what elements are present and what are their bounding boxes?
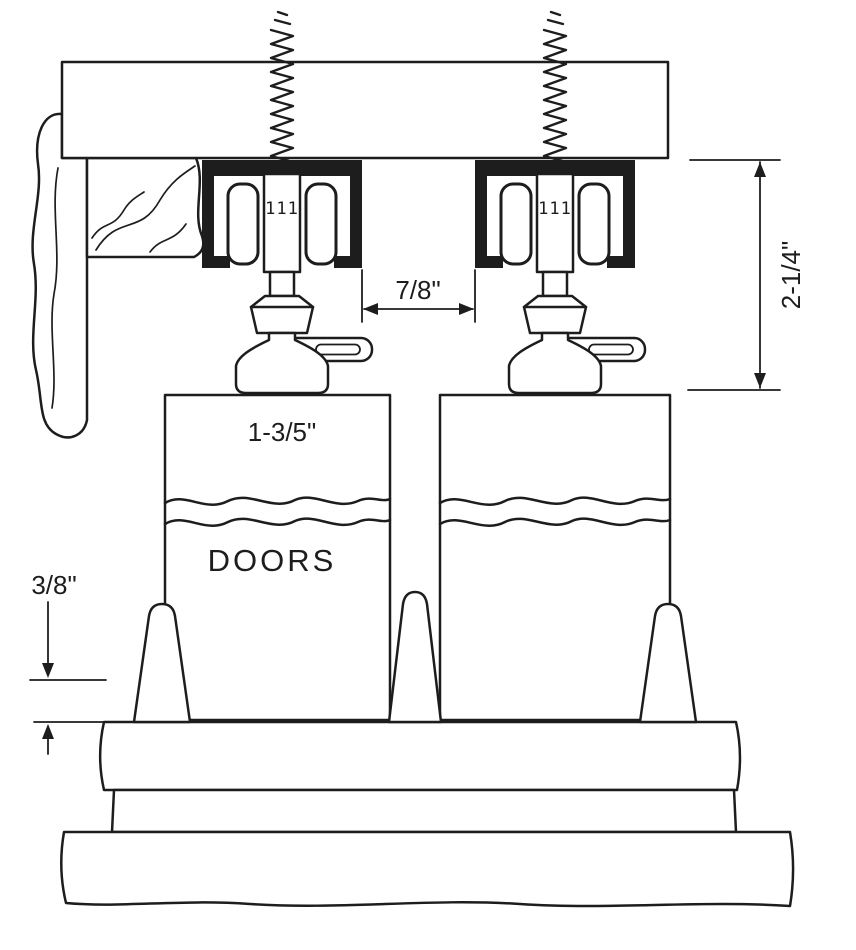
floor (59, 720, 795, 908)
track-channel-right (475, 160, 635, 268)
track-flange-left (475, 176, 503, 268)
dimension-text-floor-clearance: 3/8" (31, 570, 76, 600)
arrowhead-right (459, 303, 474, 315)
floor-guide (132, 602, 192, 724)
adjustment-nut (522, 294, 588, 335)
floor-slab-middle (110, 788, 738, 834)
arrowhead-up (754, 162, 766, 177)
hanger-bolt-spring-left (269, 10, 295, 172)
dimension-text-door-inset: 1-3/5" (248, 417, 317, 447)
trolley-carriage (262, 172, 302, 274)
break-line (438, 496, 672, 506)
track-top-plate (202, 160, 362, 176)
arrowhead-down (754, 373, 766, 388)
roller-wheel (226, 182, 260, 266)
hanger-bolt-spring-right (542, 10, 568, 172)
dimension-floor-clearance: 3/8" (29, 570, 107, 755)
dimension-track-height: 2-1/4" (687, 159, 806, 391)
track-flange-right (334, 176, 362, 268)
floor-slab-top (99, 720, 742, 792)
break-line (163, 517, 392, 527)
floor-guide (387, 590, 443, 724)
dimension-text-roller-gap: 7/8" (395, 275, 440, 305)
floor-slab-base (59, 830, 795, 908)
break-line (438, 517, 672, 527)
hanger-assembly-right: 111 (475, 10, 647, 395)
roller-wheel (499, 182, 533, 266)
bracket-plate (507, 331, 603, 395)
break-line (163, 496, 392, 506)
wall-jamb (31, 112, 205, 439)
track-flange-right (607, 176, 635, 268)
dimension-text-track-height: 2-1/4" (776, 241, 806, 310)
dimension-roller-gap: 7/8" (361, 269, 476, 323)
wood-grain (91, 165, 196, 253)
track-channel-left (202, 160, 362, 268)
arrowhead-down (42, 663, 54, 678)
wall-board-grain (51, 167, 59, 409)
bracket-slot (588, 343, 634, 356)
arrowhead-left (363, 303, 378, 315)
trolley-carriage (535, 172, 575, 274)
trolley-marks: 111 (538, 199, 572, 219)
header-board (60, 60, 670, 160)
floor-guide (638, 602, 698, 724)
door-left (163, 393, 392, 722)
hanger-stem (268, 270, 296, 298)
track-top-plate (475, 160, 635, 176)
roller-wheel (577, 182, 611, 266)
track-flange-left (202, 176, 230, 268)
trolley-marks: 111 (265, 199, 299, 219)
wall-board (31, 112, 89, 439)
hanger-assembly-left: 111 (202, 10, 374, 395)
bracket-plate (234, 331, 330, 395)
bracket-slot (315, 343, 361, 356)
doors-label: DOORS (208, 543, 337, 578)
roller-wheel (304, 182, 338, 266)
adjustment-nut (249, 294, 315, 335)
door-panel (163, 393, 392, 722)
hanger-stem (541, 270, 569, 298)
door-panel (438, 393, 672, 722)
floor-guides (132, 590, 698, 724)
door-right (438, 393, 672, 722)
arrowhead-up (42, 724, 54, 739)
